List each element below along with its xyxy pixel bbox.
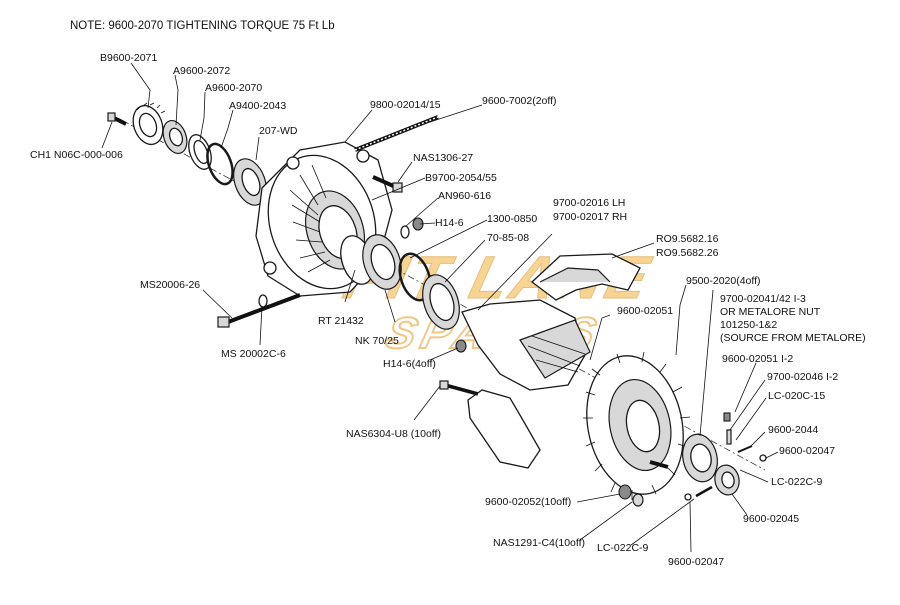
label-a9600-2072: A9600-2072 xyxy=(173,65,230,77)
label-207-wd: 207-WD xyxy=(259,125,298,137)
label-ch1-n06c: CH1 N06C-000-006 xyxy=(30,149,123,161)
circlip-1300-part xyxy=(398,252,432,302)
label-a9400-2043: A9400-2043 xyxy=(229,100,286,112)
label-an960-616: AN960-616 xyxy=(438,190,491,202)
label-9700-02041: 9700-02041/42 I-3 xyxy=(720,293,806,305)
lock-washer-part xyxy=(132,102,166,146)
label-b9600-2071: B9600-2071 xyxy=(100,52,157,64)
bolt-ch1-part xyxy=(107,112,127,126)
label-9800-02014: 9800-02014/15 xyxy=(370,99,441,111)
split-pin-part xyxy=(684,485,713,501)
label-lc-020c-15: LC-020C-15 xyxy=(768,390,825,402)
label-70-85-08: 70-85-08 xyxy=(487,232,529,244)
stub-axle-part xyxy=(461,299,591,469)
label-rt21432: RT 21432 xyxy=(318,315,364,327)
label-ms20002c-6: MS 20002C-6 xyxy=(221,348,286,360)
nut-h14-part xyxy=(455,339,467,353)
stud-part xyxy=(354,115,439,152)
label-ro9-5682-16: RO9.5682.16 xyxy=(656,233,719,245)
label-source-metalore: (SOURCE FROM METALORE) xyxy=(720,332,866,344)
small-hardware-part xyxy=(723,412,767,462)
brake-disc-part xyxy=(583,351,691,500)
label-9600-02045: 9600-02045 xyxy=(743,513,799,525)
label-ms20006-26: MS20006-26 xyxy=(140,279,200,291)
label-1300-0850: 1300-0850 xyxy=(487,213,537,225)
label-9600-02047-a: 9600-02047 xyxy=(779,445,835,457)
circlip-part xyxy=(206,142,234,186)
label-h14-6-4off: H14-6(4off) xyxy=(383,358,436,370)
seal-70-85-part xyxy=(422,274,460,330)
label-9600-02051: 9600-02051 xyxy=(617,305,673,317)
label-nk70-25: NK 70/25 xyxy=(355,335,399,347)
nut-part xyxy=(162,119,188,155)
label-9600-2044: 9600-2044 xyxy=(768,424,818,436)
label-metalore-nut: OR METALORE NUT xyxy=(720,306,821,318)
label-nas1306-27: NAS1306-27 xyxy=(413,152,473,164)
castle-nut-part xyxy=(714,464,740,496)
label-9700-02016: 9700-02016 LH xyxy=(553,197,625,209)
hub-nut-part xyxy=(682,433,718,483)
label-h14-6: H14-6 xyxy=(435,217,464,229)
wheel-stud-part xyxy=(649,460,669,469)
label-nas1291-c4: NAS1291-C4(10off) xyxy=(493,537,585,549)
label-a9600-2070: A9600-2070 xyxy=(205,82,262,94)
label-b9700-2054: B9700-2054/55 xyxy=(425,172,497,184)
label-9700-02017: 9700-02017 RH xyxy=(553,211,627,223)
label-9600-02051-i2: 9600-02051 I-2 xyxy=(722,353,793,365)
label-nas6304-u8: NAS6304-U8 (10off) xyxy=(346,428,441,440)
bearing-part xyxy=(340,234,402,290)
label-9600-02052: 9600-02052(10off) xyxy=(485,496,571,508)
label-ro9-5682-26: RO9.5682.26 xyxy=(656,247,719,259)
label-101250: 101250-1&2 xyxy=(720,319,777,331)
caliper-bracket-part xyxy=(530,253,641,301)
label-lc-022c-9-a: LC-022C-9 xyxy=(771,476,823,488)
bolt-ms20006-part xyxy=(217,293,301,328)
torque-note: NOTE: 9600-2070 TIGHTENING TORQUE 75 Ft … xyxy=(70,20,335,32)
disc-nut-part xyxy=(618,484,644,507)
label-9700-02046: 9700-02046 I-2 xyxy=(767,371,838,383)
leader-lines xyxy=(101,62,779,553)
center-axis-line xyxy=(117,117,766,471)
seal-part xyxy=(233,158,267,206)
label-9600-02047-b: 9600-02047 xyxy=(668,556,724,568)
washer-part xyxy=(188,134,212,170)
label-9500-2020: 9500-2020(4off) xyxy=(686,275,761,287)
label-9600-7002: 9600-7002(2off) xyxy=(482,95,557,107)
label-lc-022c-9-b: LC-022C-9 xyxy=(597,542,649,554)
bolt-nas6304-part xyxy=(439,380,479,396)
